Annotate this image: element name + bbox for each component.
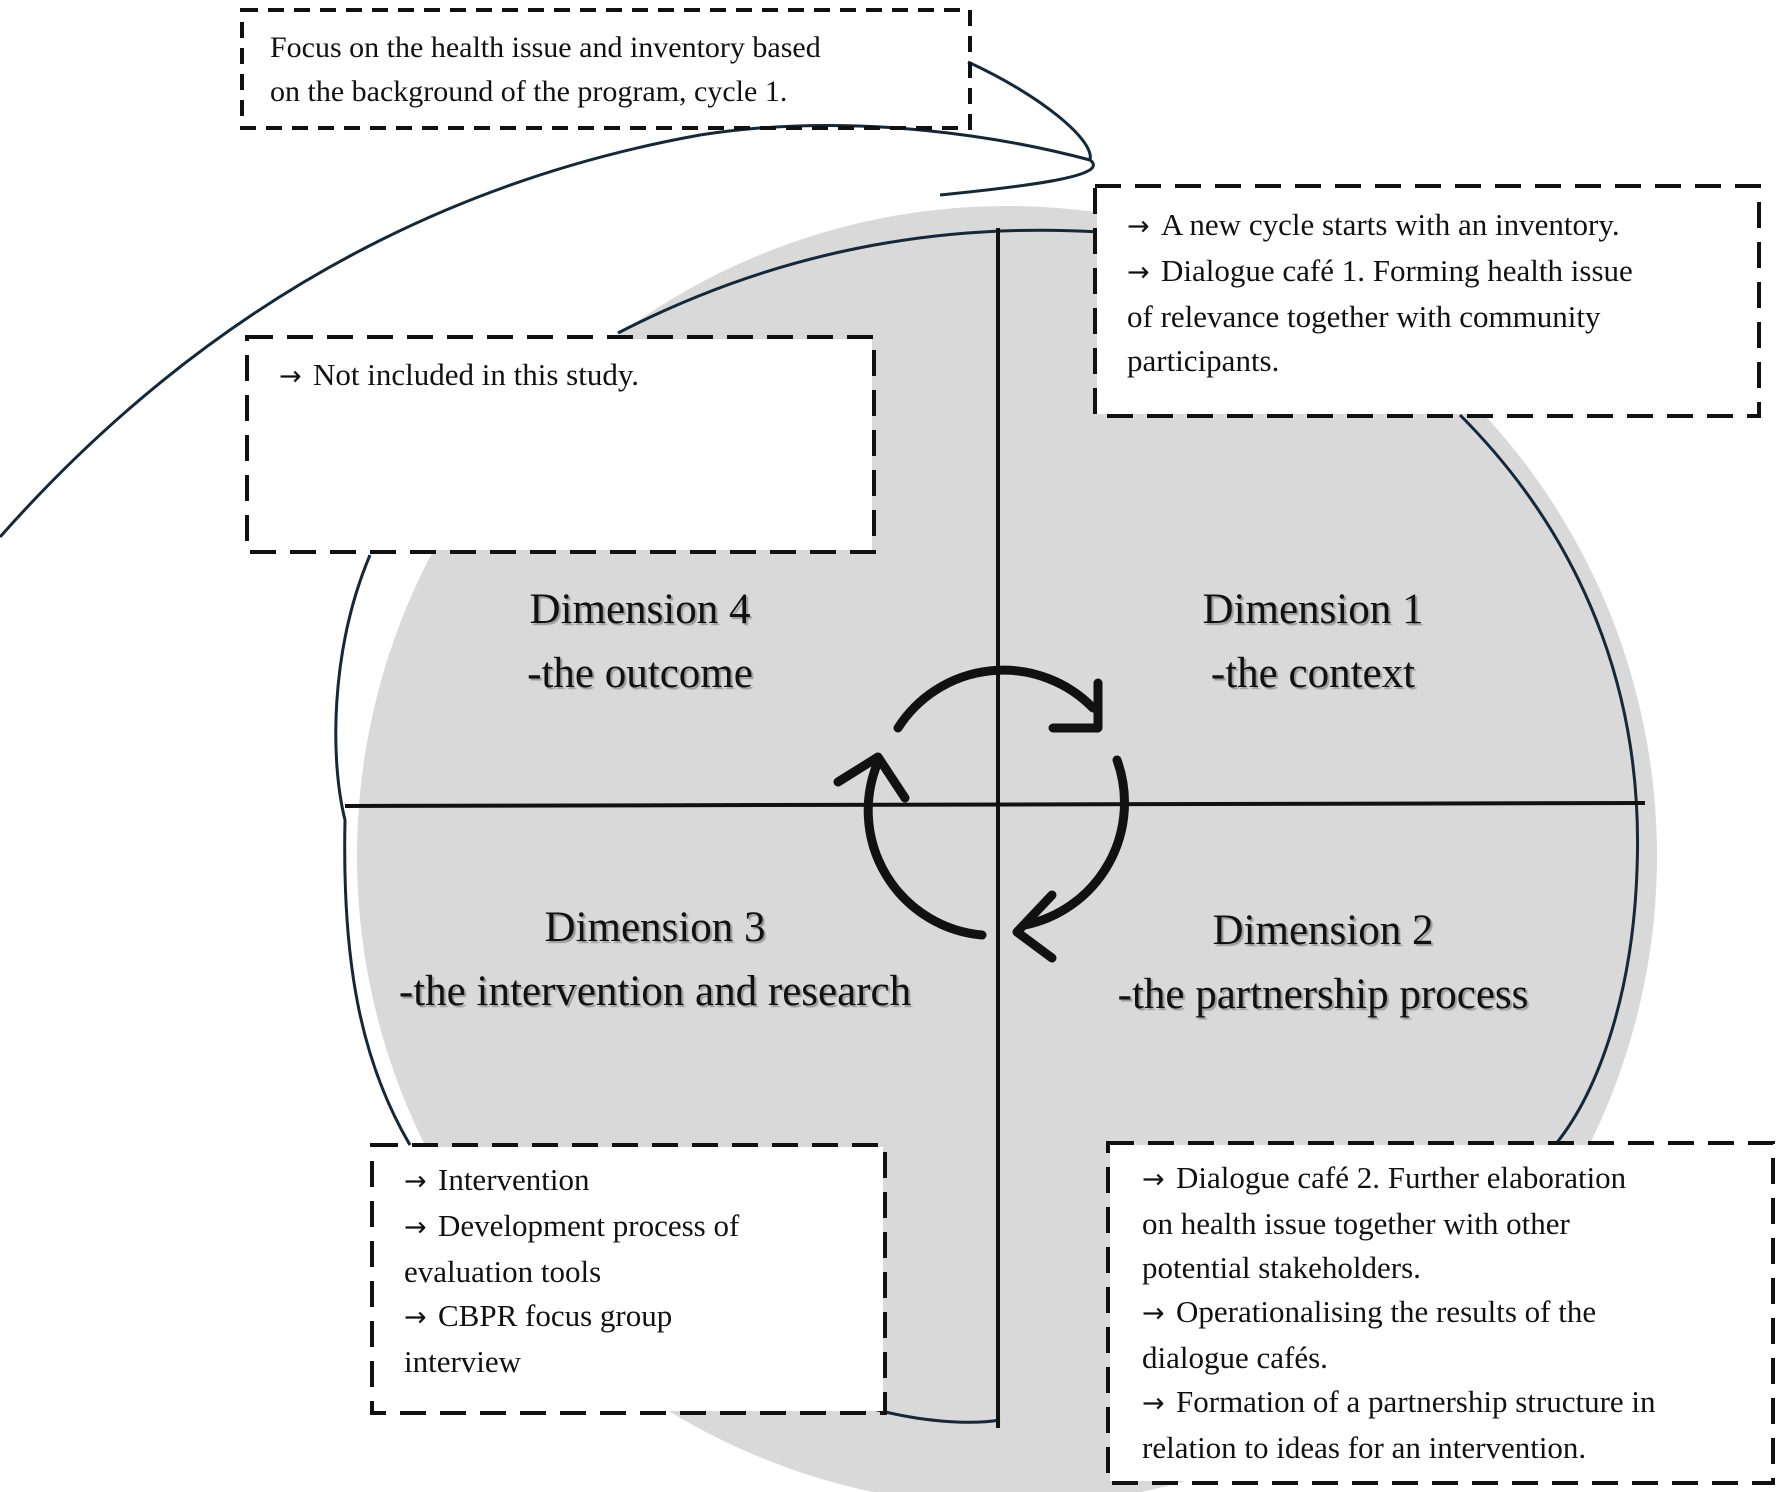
top-note-line: on the background of the program, cycle …: [270, 75, 788, 108]
dim1-note-line: of relevance together with community: [1127, 299, 1601, 334]
arrow-right-icon: →: [404, 1212, 427, 1243]
dim2-note-line: →Operationalising the results of the: [1142, 1290, 1771, 1336]
dim2-note-line: →Formation of a partnership structure in: [1142, 1380, 1771, 1426]
dim3-note-line: →Intervention: [404, 1158, 883, 1204]
dimension-2-title: Dimension 2: [1212, 907, 1434, 954]
cycle-arrowhead-top: [1048, 678, 1103, 733]
outline-hook: [967, 60, 1092, 161]
dimension-4-subtitle: -the outcome: [527, 650, 753, 697]
dim1-note-border: [1093, 184, 1761, 418]
dimension-2-label: Dimension 2 -the partnership process: [1063, 899, 1583, 1027]
dim1-note-line: →Dialogue café 1. Forming health issue: [1127, 249, 1757, 295]
cycle-arc-top: [893, 665, 1098, 733]
top-note-line: Focus on the health issue and inventory …: [270, 31, 821, 64]
dimension-1-label: Dimension 1 -the context: [1163, 578, 1463, 706]
horizontal-axis: [344, 801, 1646, 808]
arrow-right-icon: →: [1142, 1164, 1165, 1195]
dim2-note-line: →Dialogue café 2. Further elaboration: [1142, 1156, 1771, 1202]
dim4-note: →Not included in this study.: [249, 339, 872, 550]
dimension-3-label: Dimension 3 -the intervention and resear…: [355, 896, 955, 1024]
dim1-note-line: participants.: [1127, 343, 1280, 378]
dimension-2-subtitle: -the partnership process: [1117, 971, 1529, 1018]
outline-arc-right: [1458, 413, 1640, 1146]
dimension-3-subtitle: -the intervention and research: [398, 968, 912, 1015]
dimension-3-title: Dimension 3: [544, 904, 766, 951]
dim1-note-line: →A new cycle starts with an inventory.: [1127, 203, 1757, 249]
arrow-right-icon: →: [1127, 211, 1150, 242]
quadrant-axes: [344, 228, 1646, 1428]
cycle-arrows-icon: [833, 665, 1129, 963]
dim2-note-line: dialogue cafés.: [1142, 1340, 1328, 1375]
arrow-right-icon: →: [1142, 1298, 1165, 1329]
outline-arc-left: [334, 554, 412, 1146]
cycle-arc-left: [863, 757, 987, 940]
arrow-right-icon: →: [404, 1166, 427, 1197]
dim3-note-border: [370, 1143, 887, 1415]
arrow-right-icon: →: [1142, 1388, 1165, 1419]
cycle-arc-right: [1020, 755, 1129, 930]
arrow-right-icon: →: [404, 1302, 427, 1333]
cycle-arrowhead-right: [1012, 890, 1057, 963]
dim3-note-line: interview: [404, 1344, 522, 1379]
dim2-note-line: on health issue together with other: [1142, 1206, 1570, 1241]
dim3-note-line: →Development process of: [404, 1204, 883, 1250]
dim4-note-line: →Not included in this study.: [279, 353, 872, 399]
arrow-right-icon: →: [1127, 257, 1150, 288]
dim3-note: →Intervention →Development process of ev…: [374, 1147, 883, 1411]
outline-arc-top: [617, 228, 1101, 335]
top-note-border: [240, 8, 972, 130]
dim3-note-line: evaluation tools: [404, 1254, 602, 1289]
dim1-note: →A new cycle starts with an inventory. →…: [1097, 188, 1757, 414]
arrow-right-icon: →: [279, 361, 302, 392]
dim4-note-border: [245, 335, 876, 554]
dim2-note-line: relation to ideas for an intervention.: [1142, 1430, 1587, 1465]
dim2-note-border: [1106, 1141, 1775, 1485]
cycle-arrowhead-left: [833, 752, 910, 803]
dim2-note-line: potential stakeholders.: [1142, 1250, 1421, 1285]
dim2-note: →Dialogue café 2. Further elaboration on…: [1110, 1145, 1771, 1481]
dimension-4-label: Dimension 4 -the outcome: [490, 578, 790, 706]
dimension-1-title: Dimension 1: [1202, 586, 1424, 633]
note-borders: [240, 8, 1775, 1485]
dimension-1-subtitle: -the context: [1210, 650, 1416, 697]
dim3-note-line: →CBPR focus group: [404, 1294, 883, 1340]
dimension-4-title: Dimension 4: [529, 586, 751, 633]
top-note: Focus on the health issue and inventory …: [244, 12, 968, 126]
